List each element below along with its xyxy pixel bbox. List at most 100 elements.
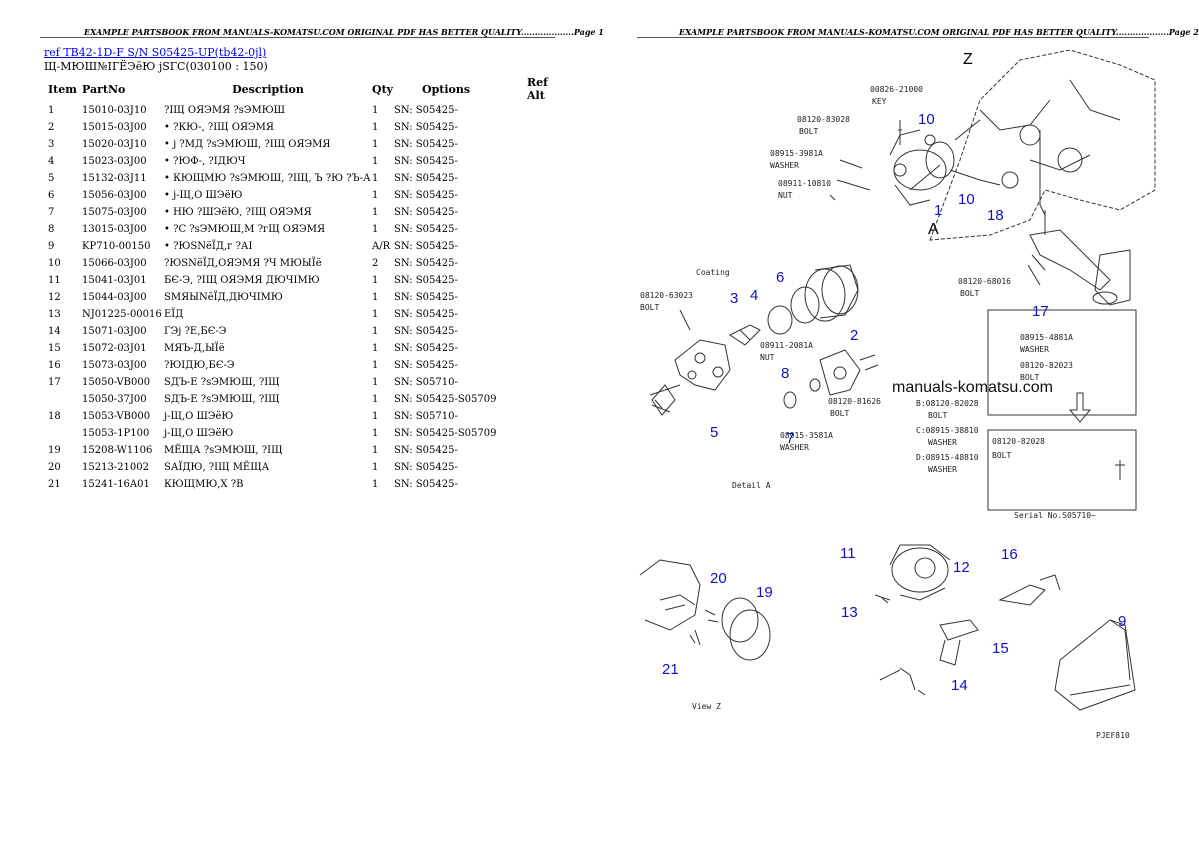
refalt-cell	[527, 255, 567, 272]
qty-cell: 1	[372, 411, 379, 422]
callout-nut-left-part: 08911-2081A	[760, 341, 813, 350]
callout-bolt-top-part: 08120-83028	[797, 115, 850, 124]
options-cell: SN: S05425-	[394, 309, 458, 320]
description-cell: SАЇДЮ, ?IЩ МЁЩА	[164, 462, 270, 473]
options-cell: SN: S05425-	[394, 173, 458, 184]
qty-cell: 1	[372, 360, 379, 371]
partno-cell: 15050-37J00	[82, 394, 147, 405]
description-cell: ј-Щ,О ШЭёЮ	[164, 428, 234, 439]
callout-number: 14	[951, 677, 968, 694]
item-cell: 8	[48, 224, 55, 235]
legend-b-part: B:08120-82028	[916, 399, 979, 408]
qty-cell: 1	[372, 326, 379, 337]
qty-cell: 1	[372, 462, 379, 473]
parts-table: Item PartNo Description Qty Options Ref …	[44, 76, 567, 493]
qty-cell: 1	[372, 156, 379, 167]
partno-cell: 15056-03J00	[82, 190, 147, 201]
partno-cell: 15213-21002	[82, 462, 150, 473]
callout-number: 10	[958, 191, 975, 208]
table-row: 20 15213-21002 SАЇДЮ, ?IЩ МЁЩА 1 SN: S05425-	[44, 459, 567, 476]
col-item: Item	[48, 82, 77, 96]
callout-number: 2	[850, 327, 858, 344]
options-cell: SN: S05425-	[394, 360, 458, 371]
table-header-row: Item PartNo Description Qty Options Ref …	[44, 76, 567, 102]
callout-nut-top-label: NUT	[778, 191, 793, 200]
item-cell: 1	[48, 105, 55, 116]
page-header-left: EXAMPLE PARTSBOOK FROM MANUALS-KOMATSU.C…	[84, 27, 604, 37]
refalt-cell	[527, 238, 567, 255]
options-cell: SN: S05425-	[394, 241, 458, 252]
callout-coating: Coating	[696, 268, 730, 277]
options-cell: SN: S05425-	[394, 190, 458, 201]
refalt-cell	[527, 187, 567, 204]
description-cell: • ?ЮФ-, ?IДЮЧ	[164, 156, 246, 167]
ref-link[interactable]: ref TB42-1D-F S/N S05425-UP(tb42-0jl)	[44, 46, 267, 59]
options-cell: SN: S05425-	[394, 258, 458, 269]
options-cell: SN: S05425-	[394, 105, 458, 116]
caption-view-z: View Z	[692, 702, 721, 711]
options-cell: SN: S05425-S05709	[394, 428, 497, 439]
qty-cell: A/R	[372, 241, 391, 252]
legend-d-label: WASHER	[928, 465, 957, 474]
options-cell: SN: S05425-	[394, 139, 458, 150]
description-cell: • ?КЮ-, ?IЩ ОЯЭМЯ	[164, 122, 274, 133]
callout-number: 9	[1118, 613, 1126, 630]
callout-number: 5	[710, 424, 718, 441]
description-cell: КЮЩМЮ,Х ?В	[164, 479, 244, 490]
description-cell: • ј-Щ,О ШЭёЮ	[164, 190, 243, 201]
partno-cell: 15208-W1106	[82, 445, 153, 456]
item-cell: 11	[48, 275, 61, 286]
caption-detail-a: Detail A	[732, 481, 771, 490]
drawing-code: PJEF810	[1096, 731, 1130, 740]
options-cell: SN: S05425-	[394, 224, 458, 235]
callout-number: 8	[781, 365, 789, 382]
partno-cell: 15053-1P100	[82, 428, 150, 439]
item-cell: 21	[48, 479, 61, 490]
col-partno: PartNo	[82, 82, 126, 96]
options-cell: SN: S05425-	[394, 122, 458, 133]
partno-cell: 15044-03J00	[82, 292, 147, 303]
item-cell	[44, 391, 82, 408]
refalt-cell	[527, 170, 567, 187]
description-cell: ?IЩ ОЯЭМЯ ?sЭМЮШ	[164, 105, 286, 116]
partno-cell: 15020-03J10	[82, 139, 147, 150]
partno-cell: 15053-VB000	[82, 411, 151, 422]
item-cell	[44, 425, 82, 442]
description-cell: МЁЩА ?sЭМЮШ, ?IЩ	[164, 445, 283, 456]
item-cell: 16	[48, 360, 61, 371]
description-cell: • КЮЩМЮ ?sЭМЮШ, ?IЩ, Ъ ?Ю ?Ъ-А	[164, 173, 371, 184]
refalt-cell	[527, 102, 567, 119]
item-cell: 13	[48, 309, 61, 320]
item-cell: 14	[48, 326, 61, 337]
legend-c-label: WASHER	[928, 438, 957, 447]
description-cell: SДЪ-Е ?sЭМЮШ, ?IЩ	[164, 377, 280, 388]
callout-number: 19	[756, 584, 773, 601]
item-cell: 6	[48, 190, 55, 201]
header-rule-left	[40, 37, 555, 38]
item-cell: 20	[48, 462, 61, 473]
partno-cell: 15010-03J10	[82, 105, 147, 116]
description-cell: • ?ЮЅNёЇД,г ?АI	[164, 241, 253, 252]
callout-bolt-right-part: 08120-82023	[1020, 361, 1073, 370]
qty-cell: 2	[372, 258, 379, 269]
callout-bolt-top-label: BOLT	[799, 127, 818, 136]
partno-cell: 15023-03J00	[82, 156, 147, 167]
callout-number: 10	[918, 111, 935, 128]
options-cell: SN: S05425-	[394, 292, 458, 303]
refalt-cell	[527, 119, 567, 136]
options-cell: SN: S05710-	[394, 377, 458, 388]
callout-number: 21	[662, 661, 679, 678]
qty-cell: 1	[372, 394, 379, 405]
options-cell: SN: S05425-	[394, 462, 458, 473]
